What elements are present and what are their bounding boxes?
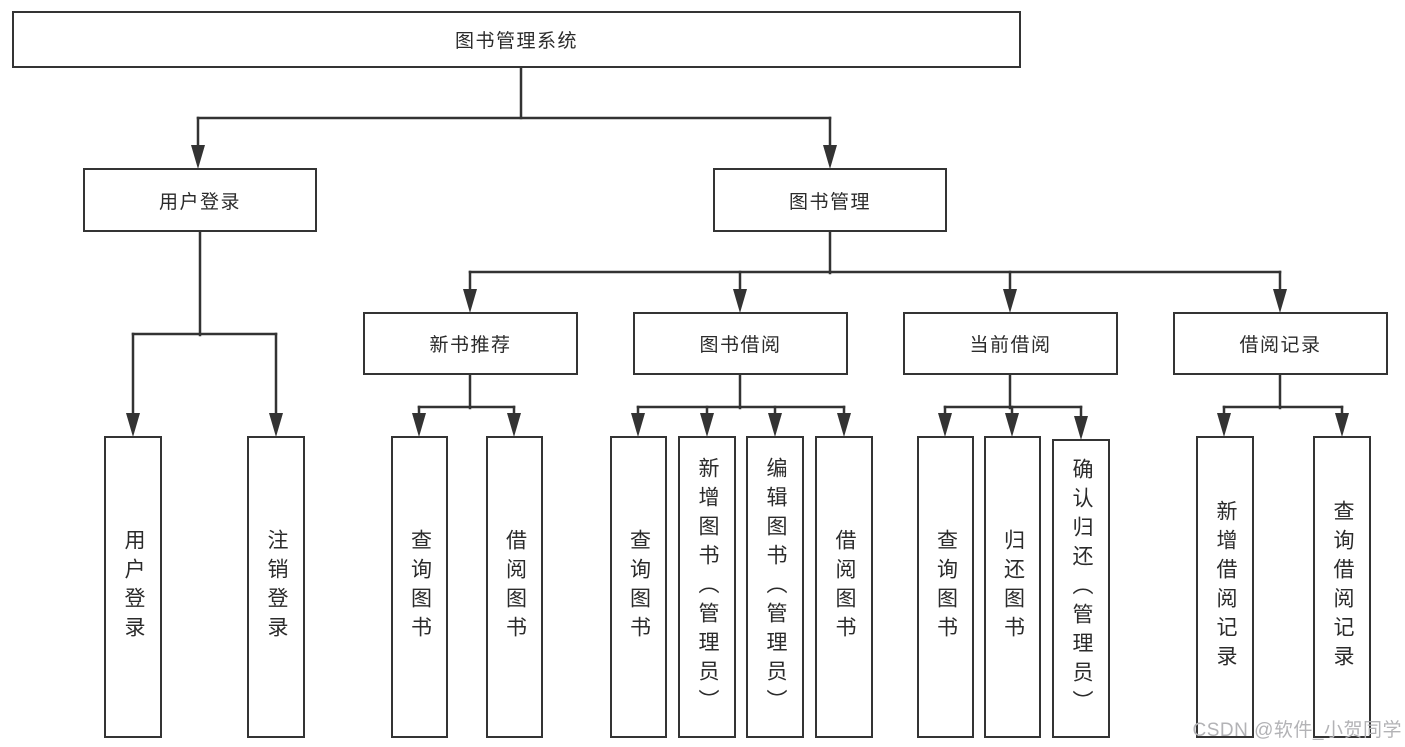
node-nbr-borrow-book: 借阅图书	[486, 436, 543, 738]
arrow-down-icon	[837, 413, 851, 437]
arrow-down-icon	[1335, 413, 1349, 437]
connector-bookborrow-to-children	[636, 373, 846, 416]
node-cb-return-book: 归还图书	[984, 436, 1041, 738]
node-bb-query-book: 查询图书	[610, 436, 667, 738]
arrow-down-icon	[1005, 413, 1019, 437]
node-cb-query-book: 查询图书	[917, 436, 974, 738]
node-bb-borrow-book: 借阅图书	[815, 436, 873, 738]
arrow-down-icon	[768, 413, 782, 437]
csdn-watermark: CSDN @软件_小贺同学	[1192, 720, 1402, 741]
node-cb-confirm-return-admin: 确认归还（管理员）	[1052, 439, 1110, 738]
arrowheads-down	[126, 145, 1349, 440]
node-user-login: 用户登录	[83, 168, 317, 232]
arrow-down-icon	[1273, 289, 1287, 313]
arrow-down-icon	[191, 145, 205, 169]
arrow-down-icon	[463, 289, 477, 313]
connector-newbookrec-to-children	[417, 373, 516, 416]
arrow-down-icon	[823, 145, 837, 169]
node-nbr-query-book: 查询图书	[391, 436, 448, 738]
connector-currentborrow-to-children	[943, 373, 1083, 419]
arrow-down-icon	[733, 289, 747, 313]
arrow-down-icon	[126, 413, 140, 437]
node-book-management: 图书管理	[713, 168, 947, 232]
arrow-down-icon	[631, 413, 645, 437]
node-br-query-record: 查询借阅记录	[1313, 436, 1371, 738]
connector-userlogin-to-children	[131, 230, 278, 416]
node-book-borrow: 图书借阅	[633, 312, 848, 375]
arrow-down-icon	[507, 413, 521, 437]
node-borrow-record: 借阅记录	[1173, 312, 1388, 375]
arrow-down-icon	[938, 413, 952, 437]
arrow-down-icon	[1217, 413, 1231, 437]
arrow-down-icon	[269, 413, 283, 437]
node-bb-edit-book-admin: 编辑图书（管理员）	[746, 436, 804, 738]
node-br-add-record: 新增借阅记录	[1196, 436, 1254, 738]
arrow-down-icon	[700, 413, 714, 437]
connector-root-to-level2	[196, 66, 832, 148]
arrow-down-icon	[1003, 289, 1017, 313]
node-logout-action: 注销登录	[247, 436, 305, 738]
connector-bookmgmt-to-level3	[468, 230, 1282, 292]
node-new-book-recommend: 新书推荐	[363, 312, 578, 375]
arrow-down-icon	[1074, 416, 1088, 440]
connector-borrowrecord-to-children	[1222, 373, 1344, 416]
node-current-borrow: 当前借阅	[903, 312, 1118, 375]
node-bb-add-book-admin: 新增图书（管理员）	[678, 436, 736, 738]
node-root-system: 图书管理系统	[12, 11, 1021, 68]
arrow-down-icon	[412, 413, 426, 437]
node-user-login-action: 用户登录	[104, 436, 162, 738]
